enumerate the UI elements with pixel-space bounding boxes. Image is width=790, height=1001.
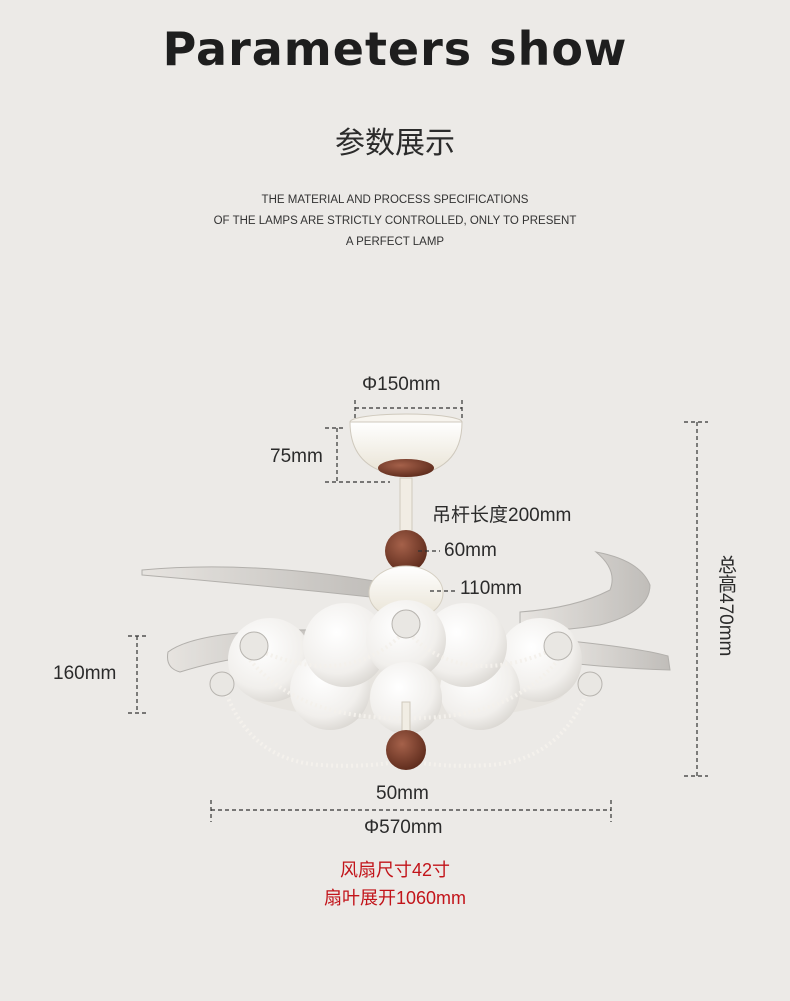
bottom-rod	[401, 701, 411, 733]
bottom-ball-label: 50mm	[376, 783, 429, 804]
middle-ball-label: 110mm	[460, 578, 522, 599]
canopy-height-label: 75mm	[270, 446, 323, 467]
bottom-wood-ball	[386, 730, 426, 770]
fan-size-label: 风扇尺寸42寸	[339, 860, 451, 880]
rod-length-label: 吊杆长度200mm	[432, 505, 572, 526]
total-height-label: 总高470mm	[715, 555, 736, 657]
body-height-label: 160mm	[53, 663, 117, 684]
crystal-flowers	[209, 609, 603, 697]
description-line-2: OF THE LAMPS ARE STRICTLY CONTROLLED, ON…	[213, 215, 577, 227]
page-title: Parameters show	[162, 22, 628, 76]
upper-wood-ball	[385, 530, 427, 572]
canopy	[349, 413, 463, 477]
page-subtitle: 参数展示	[335, 126, 455, 161]
dimension-lines	[128, 400, 708, 822]
canopy-diameter-label: Φ150mm	[362, 374, 441, 395]
blade-span-label: 扇叶展开1060mm	[323, 888, 467, 908]
description-line-1: THE MATERIAL AND PROCESS SPECIFICATIONS	[261, 194, 529, 206]
description-line-3: A PERFECT LAMP	[345, 236, 445, 248]
bubble-body	[228, 600, 582, 734]
upper-ball-label: 60mm	[444, 540, 497, 561]
description: THE MATERIAL AND PROCESS SPECIFICATIONS …	[0, 190, 790, 253]
pearl-strings	[223, 628, 590, 768]
body-diameter-label: Φ570mm	[364, 817, 443, 838]
